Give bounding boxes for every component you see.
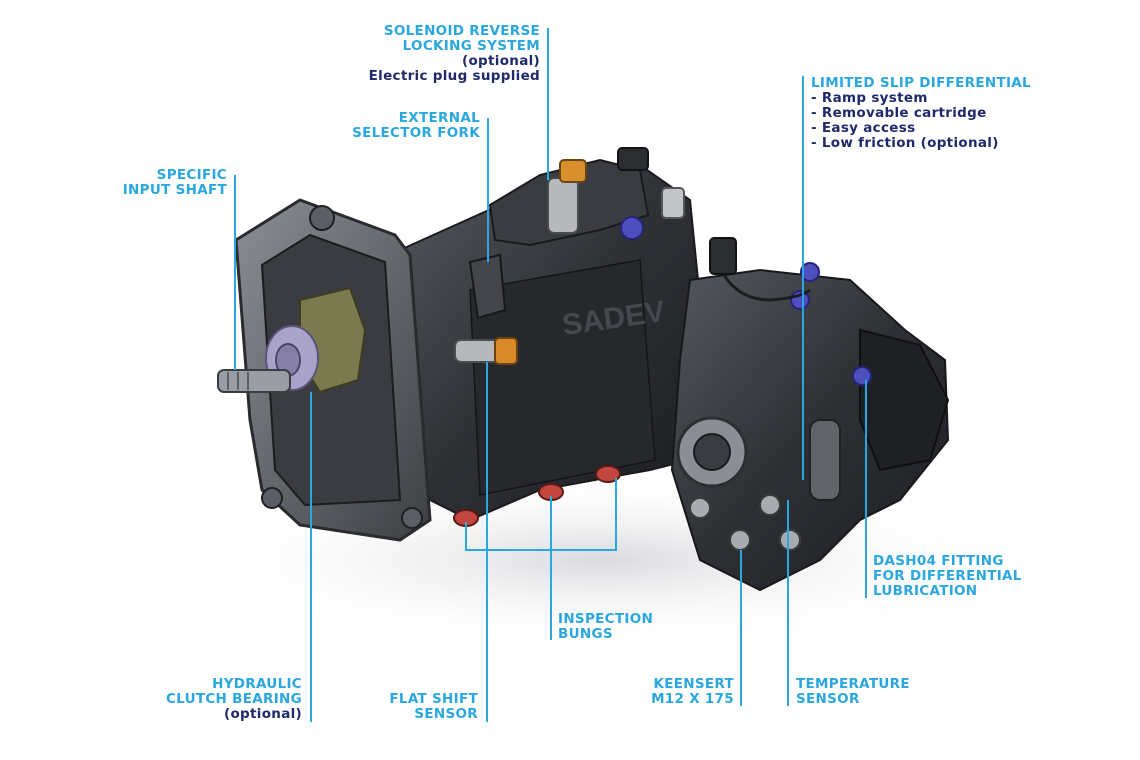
selector-fork-title-2: SELECTOR FORK [352, 125, 480, 141]
dash04-title-1: DASH04 FITTING [873, 553, 1004, 569]
selector-fork [468, 253, 507, 320]
temperature-title-2: SENSOR [796, 691, 860, 707]
temperature-title-1: TEMPERATURE [796, 676, 910, 692]
callout-solenoid: SOLENOID REVERSE LOCKING SYSTEM (optiona… [369, 24, 540, 84]
blue-fitting [620, 216, 644, 240]
callout-keensert: KEENSERT M12 X 175 [651, 677, 734, 707]
inspection-title-2: BUNGS [558, 626, 613, 642]
clutch-note: (optional) [224, 706, 302, 722]
lsd-title: LIMITED SLIP DIFFERENTIAL [811, 75, 1031, 91]
callout-clutch: HYDRAULIC CLUTCH BEARING (optional) [166, 677, 302, 722]
lsd-item: - Low friction (optional) [811, 135, 999, 151]
solenoid-body [547, 177, 579, 234]
selector-fork-title-1: EXTERNAL [398, 110, 480, 126]
inspection-bung [595, 465, 621, 483]
dash04-fitting [852, 366, 872, 386]
keensert-insert [779, 529, 801, 551]
bellhousing-bolt [309, 205, 335, 231]
callout-selector-fork: EXTERNAL SELECTOR FORK [352, 111, 480, 141]
callout-temperature: TEMPERATURE SENSOR [796, 677, 910, 707]
clutch-title-2: CLUTCH BEARING [165, 691, 302, 707]
solenoid-note-2: Electric plug supplied [368, 68, 540, 84]
lsd-item: - Easy access [811, 120, 916, 136]
callout-inspection: INSPECTION BUNGS [558, 612, 653, 642]
temperature-sensor-body [809, 419, 841, 501]
callout-input-shaft: SPECIFIC INPUT SHAFT [123, 168, 227, 198]
bellhousing-bolt [401, 507, 423, 529]
flat-shift-title-2: SENSOR [414, 706, 478, 722]
input-shaft [217, 369, 291, 393]
flat-shift-sensor-cap [494, 337, 518, 365]
keensert-title-1: KEENSERT [653, 676, 734, 692]
lsd-connector [709, 237, 737, 275]
lsd-item: - Ramp system [811, 90, 928, 106]
casing-barrel [469, 259, 656, 496]
callout-lsd: LIMITED SLIP DIFFERENTIAL - Ramp system … [811, 76, 1031, 151]
solenoid-note-1: (optional) [462, 53, 540, 69]
electric-plug [617, 147, 649, 171]
dash04-title-3: LUBRICATION [873, 583, 978, 599]
output-flange-bore [693, 433, 731, 471]
keensert-title-2: M12 X 175 [651, 691, 734, 707]
callout-dash04: DASH04 FITTING FOR DIFFERENTIAL LUBRICAT… [873, 554, 1022, 599]
input-shaft-title-2: INPUT SHAFT [122, 182, 227, 198]
leader-inspection [465, 478, 617, 551]
solenoid-cap [559, 159, 587, 183]
bellhousing-bolt [261, 487, 283, 509]
solenoid-title-2: LOCKING SYSTEM [402, 38, 540, 54]
solenoid-title-1: SOLENOID REVERSE [383, 23, 540, 39]
keensert-insert [729, 529, 751, 551]
inspection-title-1: INSPECTION [558, 611, 654, 627]
top-bolt [661, 187, 685, 219]
keensert-insert [759, 494, 781, 516]
input-shaft-title-1: SPECIFIC [156, 167, 227, 183]
callout-flat-shift: FLAT SHIFT SENSOR [389, 692, 478, 722]
lsd-item: - Removable cartridge [811, 105, 987, 121]
differential-cover [859, 328, 950, 472]
leader-lines [234, 28, 867, 722]
lsd-fitting [800, 262, 820, 282]
dash04-title-2: FOR DIFFERENTIAL [873, 568, 1022, 584]
flat-shift-title-1: FLAT SHIFT [389, 691, 478, 707]
keensert-insert [689, 497, 711, 519]
clutch-title-1: HYDRAULIC [212, 676, 302, 692]
